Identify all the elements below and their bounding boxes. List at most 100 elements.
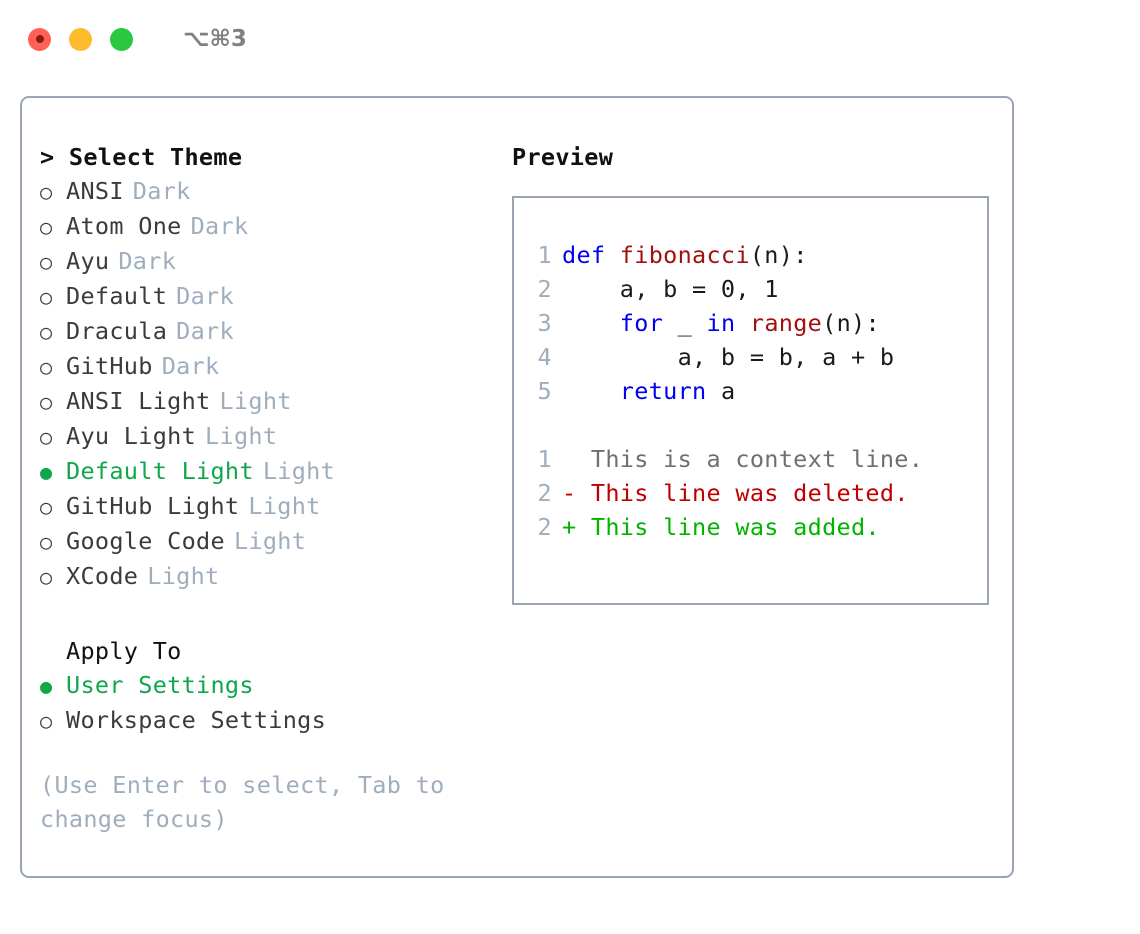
theme-option-variant: Light <box>205 422 278 450</box>
radio-selected-icon[interactable]: ● <box>40 674 53 698</box>
diff-line-text: + This line was added. <box>562 513 880 541</box>
radio-unselected-icon[interactable]: ○ <box>40 425 53 449</box>
theme-option-variant: Light <box>262 457 336 485</box>
radio-unselected-icon[interactable]: ○ <box>40 390 53 414</box>
theme-option-variant: Light <box>248 492 321 520</box>
code-token: (n): <box>749 241 808 269</box>
theme-option-label: GitHub <box>66 352 153 380</box>
code-token: a <box>706 377 736 405</box>
code-token: for <box>619 309 664 337</box>
code-token: (n): <box>822 309 880 337</box>
keyboard-hint-text: (Use Enter to select, Tab to change focu… <box>40 771 445 833</box>
code-line-number: 3 <box>537 309 552 337</box>
theme-option-8[interactable]: ● Default Light Light <box>40 454 492 489</box>
apply-to-option-label: User Settings <box>66 671 254 699</box>
code-line: 5 return a <box>514 374 987 408</box>
diff-line-number: 2 <box>537 479 552 507</box>
code-token: in <box>706 309 736 337</box>
radio-unselected-icon[interactable]: ○ <box>40 709 53 733</box>
keyboard-shortcut-label: ⌥⌘3 <box>183 26 247 52</box>
close-window-button[interactable] <box>28 27 51 51</box>
theme-option-4[interactable]: ○ Dracula Dark <box>40 314 492 349</box>
code-line-text: def fibonacci(n): <box>562 238 808 272</box>
apply-to-option-1[interactable]: ○ Workspace Settings <box>40 703 492 738</box>
diff-line-number: 1 <box>537 445 552 473</box>
select-theme-heading: > Select Theme <box>40 143 243 171</box>
radio-unselected-icon[interactable]: ○ <box>40 320 53 344</box>
theme-option-label: Default <box>66 282 168 310</box>
theme-option-5[interactable]: ○ GitHub Dark <box>40 349 492 384</box>
code-token: _ <box>663 309 707 337</box>
radio-selected-icon[interactable]: ● <box>40 460 53 484</box>
theme-option-label: Google Code <box>66 527 225 555</box>
radio-unselected-icon[interactable]: ○ <box>40 180 53 204</box>
theme-option-label: Default Light <box>66 457 254 485</box>
code-token <box>735 309 749 337</box>
apply-to-heading: Apply To <box>66 637 182 665</box>
code-token: a, b = b, a + b <box>562 343 895 371</box>
radio-unselected-icon[interactable]: ○ <box>40 215 53 239</box>
theme-option-label: Atom One <box>66 212 182 240</box>
theme-option-1[interactable]: ○ Atom One Dark <box>40 209 492 244</box>
code-line-number: 2 <box>537 275 552 303</box>
code-line: 3 for _ in range(n): <box>514 306 987 340</box>
section-spacer <box>40 594 492 634</box>
radio-unselected-icon[interactable]: ○ <box>40 285 53 309</box>
apply-to-list: ● User Settings ○ Workspace Settings <box>40 668 492 738</box>
code-line: 4 a, b = b, a + b <box>514 340 987 374</box>
theme-option-6[interactable]: ○ ANSI Light Light <box>40 384 492 419</box>
minimize-window-button[interactable] <box>69 27 92 51</box>
theme-option-variant: Light <box>219 387 292 415</box>
theme-option-variant: Light <box>147 562 220 590</box>
theme-option-variant: Dark <box>161 352 220 380</box>
maximize-window-button[interactable] <box>110 27 133 51</box>
radio-unselected-icon[interactable]: ○ <box>40 530 53 554</box>
theme-option-label: XCode <box>66 562 139 590</box>
apply-to-option-0[interactable]: ● User Settings <box>40 668 492 703</box>
code-token: range <box>749 309 823 337</box>
theme-option-7[interactable]: ○ Ayu Light Light <box>40 419 492 454</box>
preview-heading: Preview <box>512 143 614 171</box>
code-line-text: for _ in range(n): <box>562 306 880 340</box>
diff-line: 1 This is a context line. <box>514 442 987 476</box>
theme-option-variant: Dark <box>190 212 249 240</box>
radio-unselected-icon[interactable]: ○ <box>40 495 53 519</box>
traffic-lights <box>28 27 133 51</box>
code-token: return <box>619 377 707 405</box>
code-token <box>562 309 620 337</box>
theme-option-label: Ayu Light <box>66 422 197 450</box>
apply-to-option-label: Workspace Settings <box>66 706 327 734</box>
theme-option-variant: Dark <box>132 177 191 205</box>
theme-option-label: Dracula <box>66 317 168 345</box>
diff-line: 2+ This line was added. <box>514 510 987 544</box>
diff-line-text: This is a context line. <box>562 445 924 473</box>
code-line-number: 1 <box>537 241 552 269</box>
diff-sample: 1 This is a context line.2- This line wa… <box>514 442 987 544</box>
code-line: 2 a, b = 0, 1 <box>514 272 987 306</box>
theme-option-10[interactable]: ○ Google Code Light <box>40 524 492 559</box>
code-diff-spacer <box>514 408 987 442</box>
code-line-text: return a <box>562 374 735 408</box>
theme-option-11[interactable]: ○ XCode Light <box>40 559 492 594</box>
radio-unselected-icon[interactable]: ○ <box>40 355 53 379</box>
radio-unselected-icon[interactable]: ○ <box>40 565 53 589</box>
theme-option-variant: Dark <box>176 317 234 345</box>
theme-option-variant: Light <box>233 527 307 555</box>
code-line-number: 4 <box>537 343 552 371</box>
code-token: def <box>562 241 620 269</box>
theme-option-label: ANSI Light <box>66 387 211 415</box>
title-bar: ⌥⌘3 <box>0 0 1140 78</box>
code-line-text: a, b = b, a + b <box>562 340 894 374</box>
radio-unselected-icon[interactable]: ○ <box>40 250 53 274</box>
code-token <box>562 377 620 405</box>
